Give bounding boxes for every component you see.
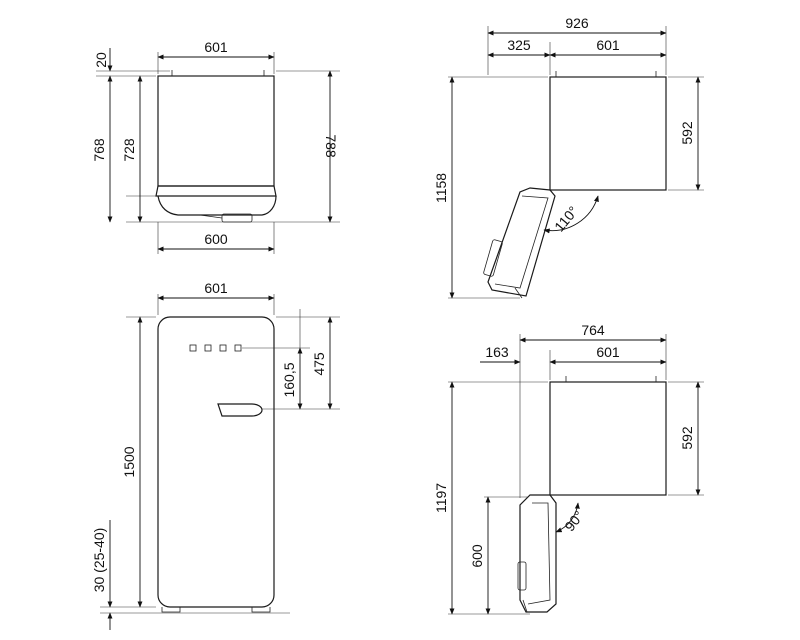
plan-90-door-height: 600 xyxy=(469,544,485,568)
plan-110-handle xyxy=(483,239,503,277)
front-view-body xyxy=(157,316,275,608)
side-view-gap-top: 20 xyxy=(93,52,109,68)
plan-90-door xyxy=(519,494,557,613)
side-view-width-top: 601 xyxy=(204,39,228,55)
front-view-foot-left xyxy=(161,607,181,613)
side-view-depth-788: 788 xyxy=(323,134,339,158)
logo-letter-s xyxy=(189,344,197,352)
side-view-body xyxy=(157,75,275,187)
front-view: 601 1500 30 (25-40) 160,5 475 xyxy=(91,280,340,630)
front-view-handle-offset: 475 xyxy=(311,352,327,376)
front-view-handle xyxy=(217,403,263,417)
front-view-width: 601 xyxy=(204,280,228,296)
logo-letter-g xyxy=(234,344,242,352)
side-view-width-bottom: 600 xyxy=(204,231,228,247)
plan-90-total: 764 xyxy=(581,322,605,338)
plan-110-door xyxy=(487,187,556,297)
plan-110-door-width: 325 xyxy=(507,37,531,53)
plan-110-height: 1158 xyxy=(433,173,449,203)
front-view-foot-right xyxy=(251,607,271,613)
plan-view-90: 90° 764 163 601 1197 600 592 xyxy=(433,322,704,615)
plan-90-body-width: 601 xyxy=(596,344,620,360)
side-view-door-band xyxy=(155,185,277,197)
plan-view-110: 110° 926 325 601 1158 592 xyxy=(433,15,704,299)
logo-letter-e xyxy=(219,344,227,352)
front-view-height: 1500 xyxy=(121,446,137,477)
plan-110-body-width: 601 xyxy=(596,37,620,53)
front-view-logo-offset: 160,5 xyxy=(281,362,297,397)
plan-90-height: 1197 xyxy=(433,483,449,513)
plan-110-angle: 110° xyxy=(551,203,581,235)
side-view-depth-728: 728 xyxy=(121,138,137,162)
plan-90-handle xyxy=(517,561,527,591)
plan-110-body xyxy=(549,76,667,191)
plan-90-door-width: 163 xyxy=(485,344,509,360)
side-view-depth-768: 768 xyxy=(91,138,107,162)
side-view: 601 20 768 728 788 600 xyxy=(91,39,340,254)
plan-90-angle: 90° xyxy=(561,508,587,535)
plan-110-depth: 592 xyxy=(679,121,695,145)
logo-letter-m xyxy=(204,344,212,352)
plan-90-depth: 592 xyxy=(679,426,695,450)
front-view-feet: 30 (25-40) xyxy=(91,528,107,593)
side-view-door xyxy=(157,195,277,216)
plan-90-body xyxy=(549,381,667,496)
plan-110-total: 926 xyxy=(565,15,589,31)
